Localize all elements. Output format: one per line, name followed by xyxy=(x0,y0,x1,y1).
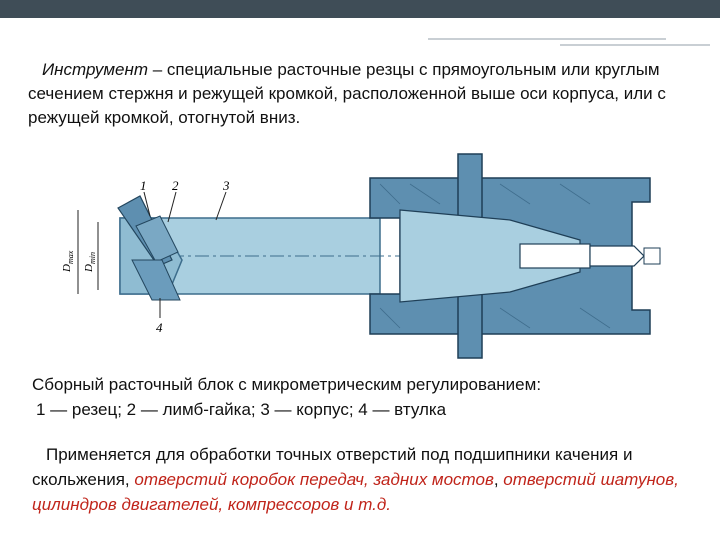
decor-line-1 xyxy=(428,38,666,40)
label-2: 2 xyxy=(172,178,179,193)
usage-paragraph: Применяется для обработки точных отверст… xyxy=(32,442,702,517)
decor-line-2 xyxy=(560,44,710,46)
intro-paragraph: Инструмент – специальные расточные резцы… xyxy=(28,58,700,130)
drawbar xyxy=(589,245,645,267)
shank-nose xyxy=(519,243,591,269)
limb-nut xyxy=(135,215,179,263)
label-4: 4 xyxy=(156,320,163,335)
caption-legend: 1 — резец; 2 — лимб-гайка; 3 — корпус; 4… xyxy=(36,400,447,419)
usage-comma: , xyxy=(493,470,504,489)
label-3: 3 xyxy=(222,178,230,193)
usage-highlight-1: отверстий коробок передач, задних мостов xyxy=(134,470,494,489)
intro-term: Инструмент xyxy=(42,60,149,79)
label-1: 1 xyxy=(140,178,147,193)
sleeve xyxy=(131,259,181,301)
slide-top-bar xyxy=(0,0,720,22)
dim-max-label: Dmax xyxy=(61,250,75,273)
spindle-end xyxy=(643,247,661,265)
usage-highlight-2: отверстий шатунов, цилиндров двигателей,… xyxy=(32,470,679,514)
dim-min-label: Dmin xyxy=(83,252,97,273)
taper-bore xyxy=(399,209,581,303)
usage-lead: Применяется для обработки точных отверст… xyxy=(32,445,633,489)
boring-block-drawing: Dmax Dmin 1 2 3 4 xyxy=(61,153,661,359)
caption-title: Сборный расточный блок с микрометрически… xyxy=(32,375,542,394)
boring-block-figure: Dmax Dmin 1 2 3 4 xyxy=(40,140,690,366)
slide-header-band xyxy=(0,0,720,18)
figure-caption: Сборный расточный блок с микрометрически… xyxy=(32,372,692,422)
intro-text: – специальные расточные резцы с прямоуго… xyxy=(28,60,666,127)
